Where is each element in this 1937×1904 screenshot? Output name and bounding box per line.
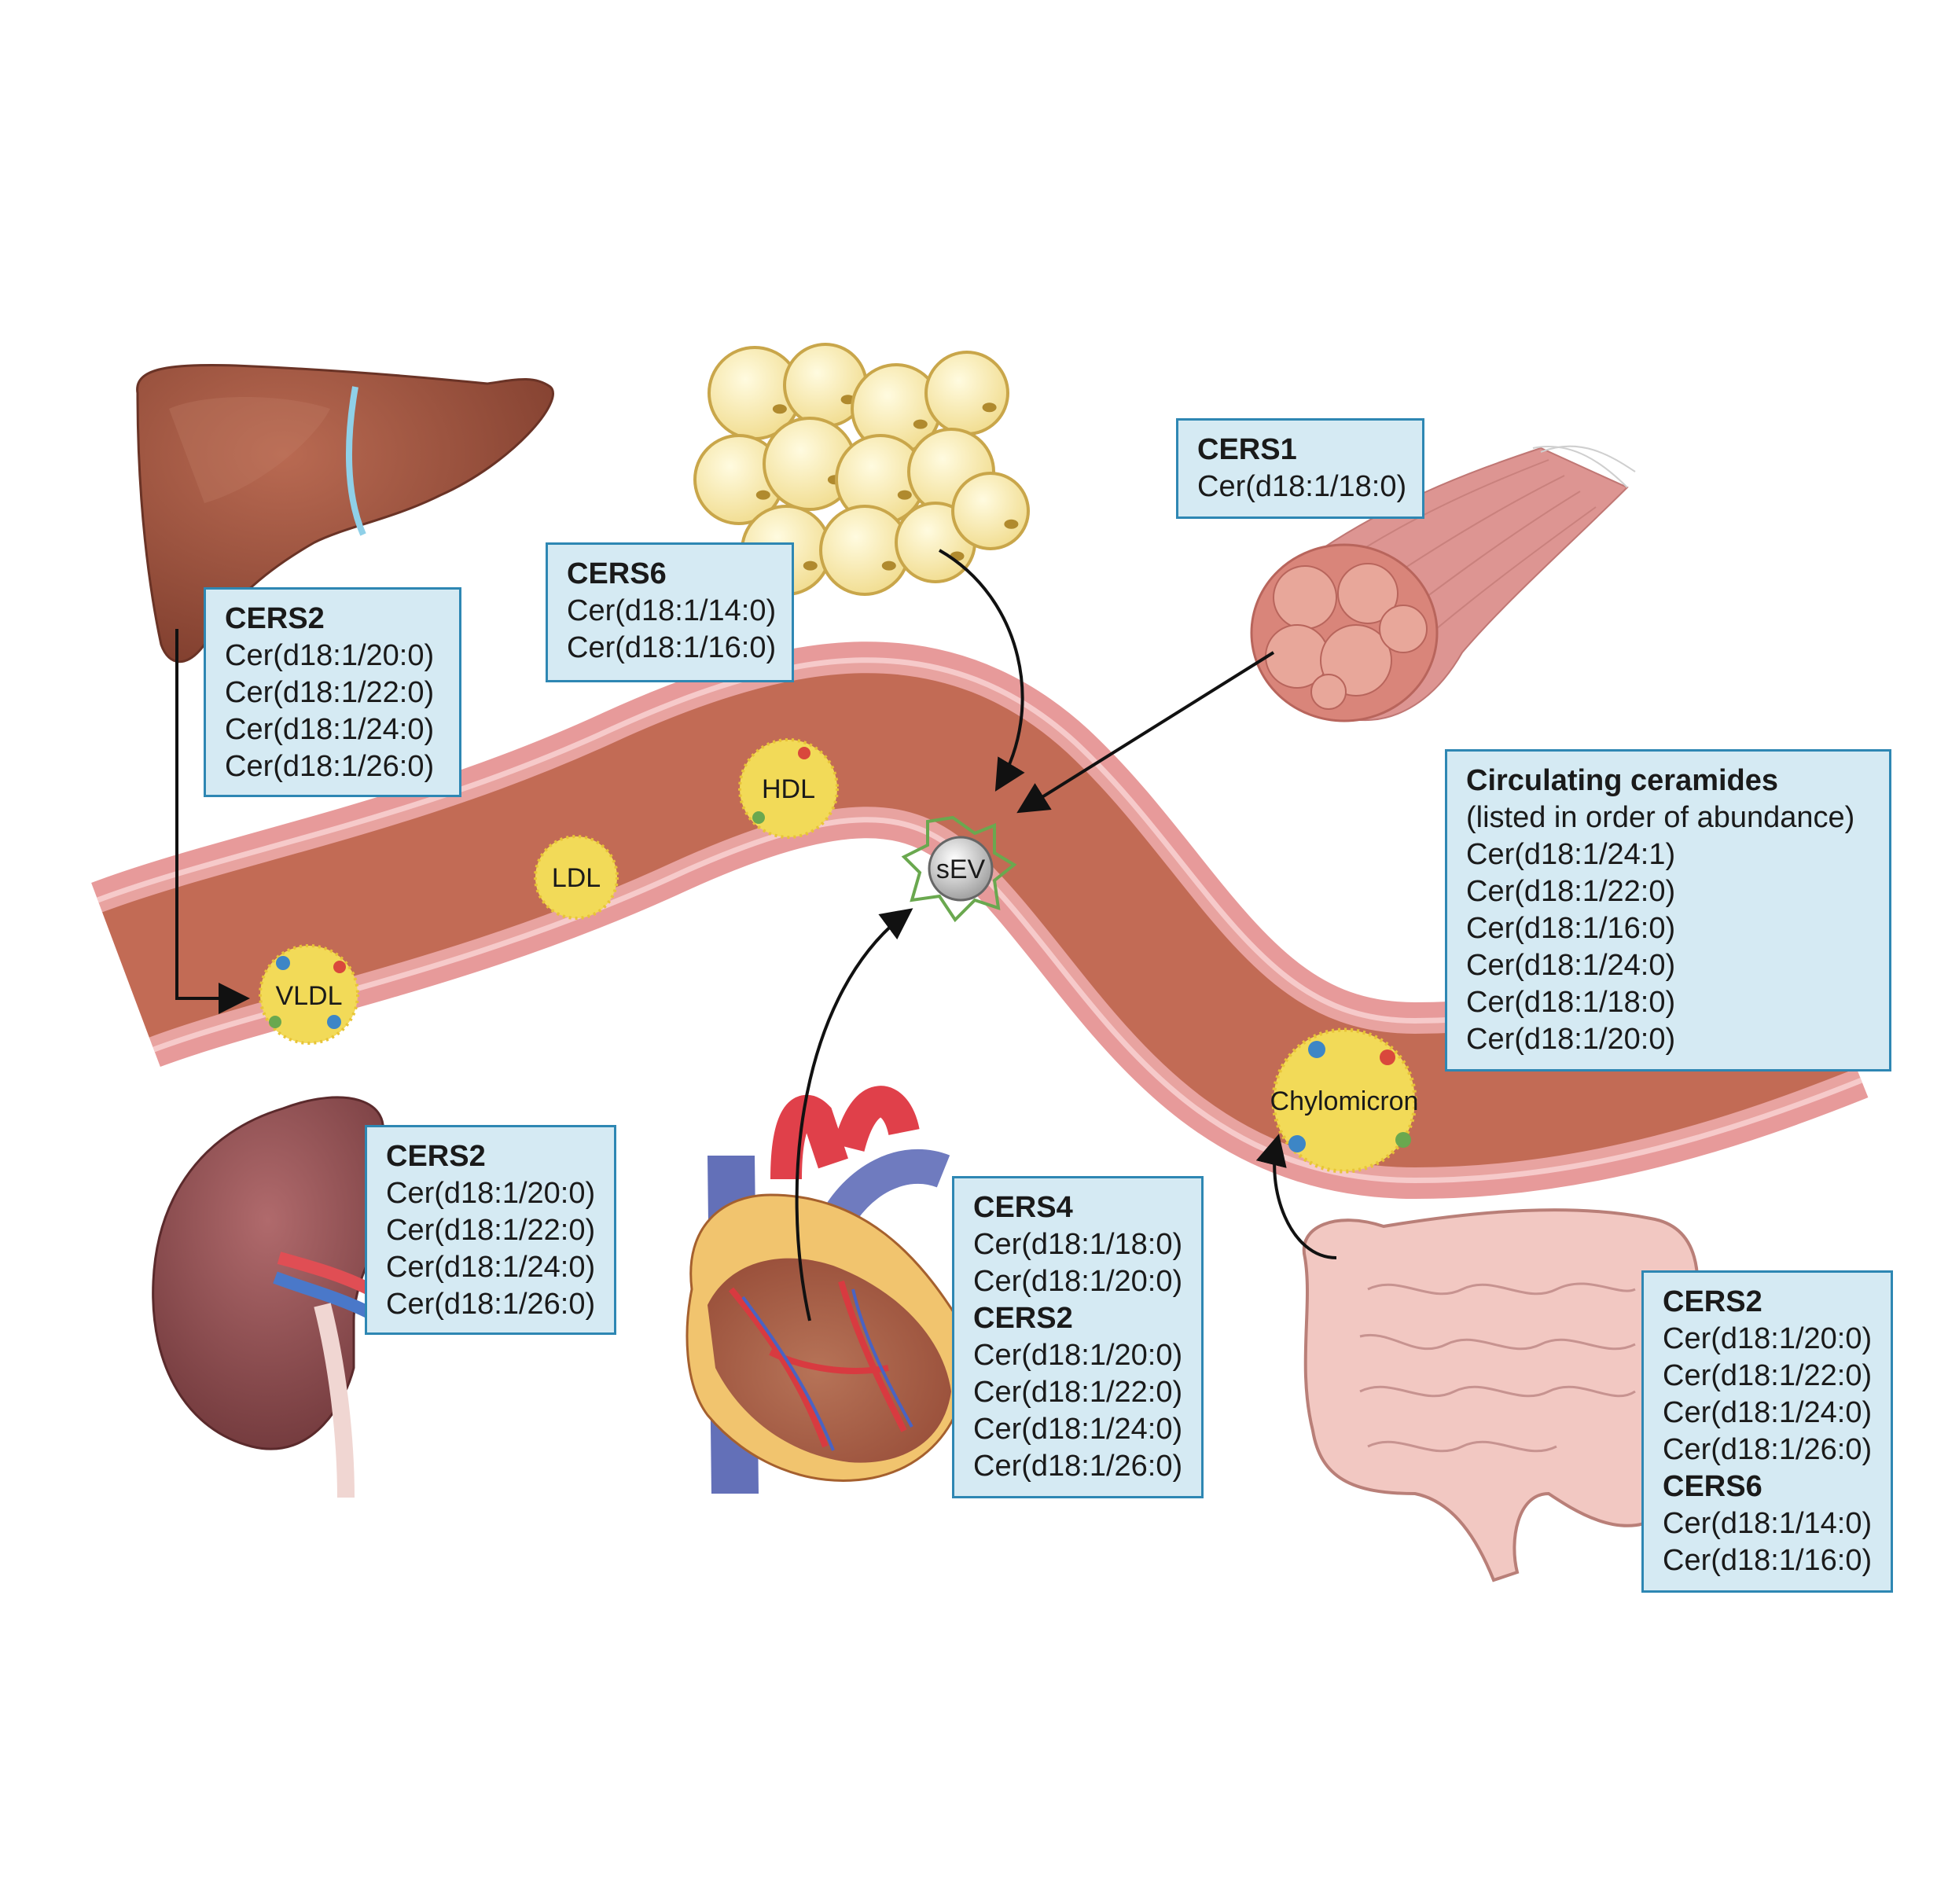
intestine-ceramide-6: Cer(d18:1/16:0): [1663, 1542, 1872, 1579]
circulating-ceramide-1: Cer(d18:1/24:1): [1466, 836, 1870, 873]
circulating-title: Circulating ceramides: [1466, 763, 1870, 799]
heart-ceramide-3: Cer(d18:1/20:0): [973, 1337, 1182, 1374]
particle-label-hdl: HDL: [762, 774, 815, 804]
particle-label-chylomicron: Chylomicron: [1270, 1086, 1419, 1116]
adipocyte-nucleus: [983, 402, 997, 412]
circulating-ceramide-4: Cer(d18:1/24:0): [1466, 947, 1870, 984]
adipocyte-nucleus: [913, 420, 928, 429]
heart-ceramide-6: Cer(d18:1/26:0): [973, 1448, 1182, 1485]
muscle-ceramide-1: Cer(d18:1/18:0): [1197, 469, 1403, 505]
particle-ldl: LDL: [535, 836, 617, 918]
kidney-enzyme-cers2: CERS2: [386, 1138, 595, 1175]
heart-ceramide-1: Cer(d18:1/18:0): [973, 1226, 1182, 1263]
intestine-ceramide-5: Cer(d18:1/14:0): [1663, 1505, 1872, 1542]
circulating-subtitle: (listed in order of abundance): [1466, 799, 1870, 836]
adipocyte: [926, 352, 1008, 434]
adipocyte-nucleus: [756, 491, 770, 500]
liver-ceramide-box: CERS2 Cer(d18:1/20:0) Cer(d18:1/22:0) Ce…: [204, 587, 461, 797]
intestine-enzyme-cers2: CERS2: [1663, 1284, 1872, 1321]
adipocyte-nucleus: [773, 404, 787, 414]
intestine-illustration: [1304, 1210, 1698, 1580]
heart-enzyme-cers4: CERS4: [973, 1189, 1182, 1226]
heart-enzyme-cers2: CERS2: [973, 1300, 1182, 1337]
adipocyte: [953, 473, 1028, 549]
adipose-ceramide-1: Cer(d18:1/14:0): [567, 593, 773, 630]
intestine-ceramide-3: Cer(d18:1/24:0): [1663, 1395, 1872, 1432]
heart-illustration: [687, 1101, 967, 1494]
muscle-enzyme-cers1: CERS1: [1197, 432, 1403, 469]
muscle-ceramide-box: CERS1 Cer(d18:1/18:0): [1176, 418, 1424, 519]
adipose-ceramide-box: CERS6 Cer(d18:1/14:0) Cer(d18:1/16:0): [546, 542, 794, 682]
adipose-enzyme-cers6: CERS6: [567, 556, 773, 593]
kidney-ceramide-2: Cer(d18:1/22:0): [386, 1212, 595, 1249]
intestine-ceramide-box: CERS2 Cer(d18:1/20:0) Cer(d18:1/22:0) Ce…: [1641, 1270, 1893, 1593]
intestine-ceramide-4: Cer(d18:1/26:0): [1663, 1432, 1872, 1468]
circulating-ceramide-5: Cer(d18:1/18:0): [1466, 984, 1870, 1021]
adipocyte-nucleus: [803, 561, 818, 571]
particle-hdl: HDL: [740, 740, 837, 837]
circulating-ceramide-6: Cer(d18:1/20:0): [1466, 1021, 1870, 1058]
circulating-ceramide-2: Cer(d18:1/22:0): [1466, 873, 1870, 910]
heart-ceramide-2: Cer(d18:1/20:0): [973, 1263, 1182, 1300]
liver-enzyme-cers2: CERS2: [225, 601, 440, 638]
kidney-ceramide-3: Cer(d18:1/24:0): [386, 1249, 595, 1286]
adipocyte-nucleus: [882, 561, 896, 571]
heart-ceramide-box: CERS4 Cer(d18:1/18:0) Cer(d18:1/20:0) CE…: [952, 1176, 1204, 1498]
adipocyte-nucleus: [898, 491, 912, 500]
intestine-enzyme-cers6: CERS6: [1663, 1468, 1872, 1505]
intestine-ceramide-2: Cer(d18:1/22:0): [1663, 1358, 1872, 1395]
adipocyte-nucleus: [1004, 520, 1018, 529]
adipose-ceramide-2: Cer(d18:1/16:0): [567, 630, 773, 667]
kidney-ceramide-1: Cer(d18:1/20:0): [386, 1175, 595, 1212]
kidney-ceramide-4: Cer(d18:1/26:0): [386, 1286, 595, 1323]
circulating-ceramides-box: Circulating ceramides (listed in order o…: [1445, 749, 1891, 1071]
particle-label-vldl: VLDL: [275, 981, 342, 1011]
intestine-ceramide-1: Cer(d18:1/20:0): [1663, 1321, 1872, 1358]
heart-ceramide-4: Cer(d18:1/22:0): [973, 1374, 1182, 1411]
circulating-ceramide-3: Cer(d18:1/16:0): [1466, 910, 1870, 947]
particle-vldl: VLDL: [260, 946, 358, 1043]
particle-label-ldl: LDL: [552, 863, 601, 893]
liver-ceramide-4: Cer(d18:1/26:0): [225, 748, 440, 785]
particle-label-sev: sEV: [936, 855, 986, 884]
heart-ceramide-5: Cer(d18:1/24:0): [973, 1411, 1182, 1448]
liver-ceramide-1: Cer(d18:1/20:0): [225, 638, 440, 674]
liver-ceramide-3: Cer(d18:1/24:0): [225, 711, 440, 748]
kidney-ceramide-box: CERS2 Cer(d18:1/20:0) Cer(d18:1/22:0) Ce…: [365, 1125, 616, 1335]
liver-ceramide-2: Cer(d18:1/22:0): [225, 674, 440, 711]
